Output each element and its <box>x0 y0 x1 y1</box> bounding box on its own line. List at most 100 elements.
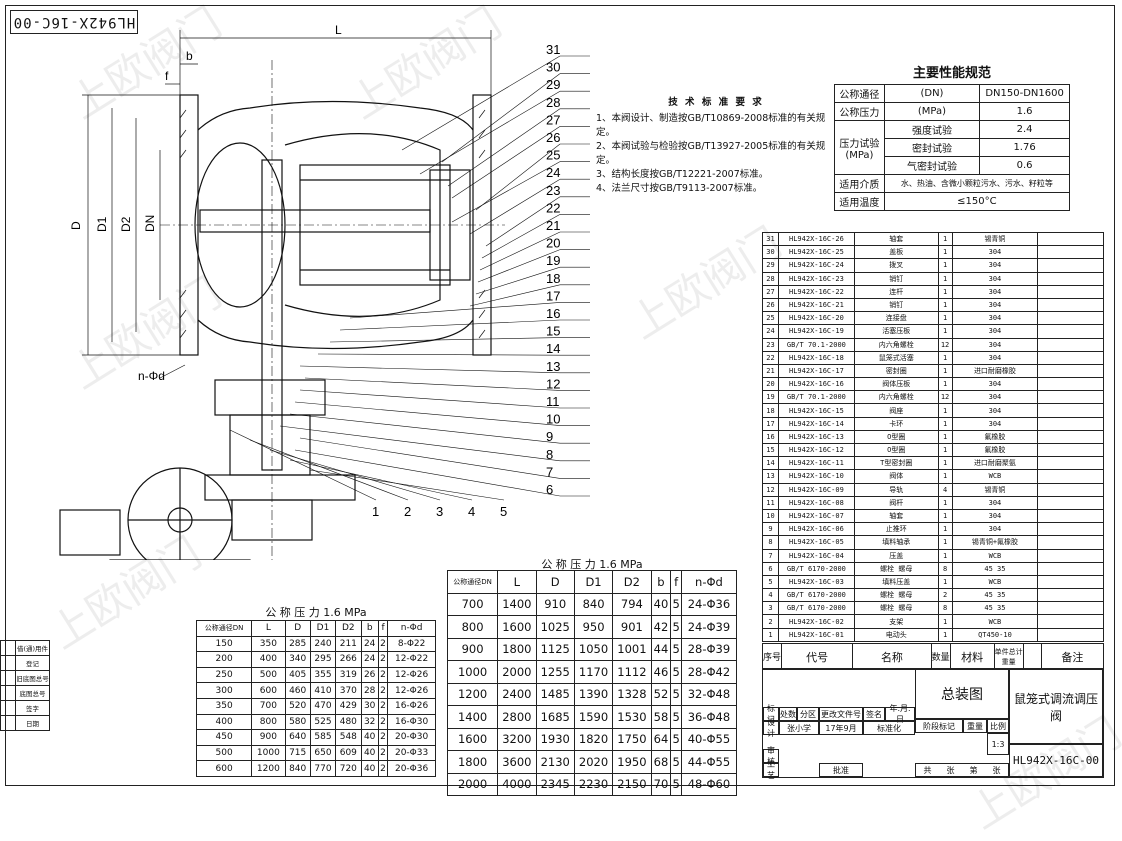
dim-cell: 16-Φ26 <box>387 697 436 715</box>
bom-cell: 304 <box>951 377 1039 392</box>
bom-cell: 15 <box>762 442 779 458</box>
bom-cell: 304 <box>951 258 1039 273</box>
bom-cell: 4 <box>937 482 953 497</box>
bom-cell: 阀座 <box>853 403 939 418</box>
bom-cell: 304 <box>951 284 1039 299</box>
bom-col-material: 材料 <box>949 643 995 670</box>
dim-cell: 3200 <box>497 727 537 751</box>
dim-header: L <box>497 570 537 594</box>
bom-cell: 密封圈 <box>853 363 939 379</box>
bom-cell: 氟橡胶 <box>951 429 1039 445</box>
bom-cell: 1 <box>937 403 953 418</box>
dim-L-label: L <box>335 23 342 37</box>
dim-cell: 32 <box>360 713 379 731</box>
dim-cell: 46 <box>650 660 672 684</box>
dim-cell: 470 <box>309 697 337 715</box>
assembly-title: 总装图 <box>915 669 1009 719</box>
bom-cell: 1 <box>937 284 953 299</box>
bom-header: 序号 代号 名称 数量 材料 单件总计重量 备注 <box>761 643 1105 670</box>
dim-cell: 2800 <box>497 705 537 729</box>
bom-cell: 45 35 <box>951 588 1039 603</box>
dim-cell: 840 <box>573 592 614 616</box>
bom-cell: 1 <box>937 231 953 247</box>
bom-cell: 12 <box>937 390 953 405</box>
dim-cell: 5 <box>670 682 682 706</box>
dim-cell: 48-Φ60 <box>680 772 738 796</box>
dim-cell: 30 <box>360 697 379 715</box>
part-callout: 12 <box>546 376 560 391</box>
bom-cell: 304 <box>951 337 1039 352</box>
bom-cell: 活塞压板 <box>853 324 939 339</box>
dim-cell: 520 <box>284 697 311 715</box>
dim-cell: 2 <box>377 651 389 668</box>
tb-review: 审核 <box>763 746 779 766</box>
dim-cell: 2400 <box>497 682 537 706</box>
dim-cell: 40 <box>360 729 379 746</box>
bom-cell: 导轨 <box>853 482 939 497</box>
bracket <box>229 414 311 476</box>
bom-cell: 304 <box>951 390 1039 405</box>
part-callout: 23 <box>546 183 560 198</box>
large-table-title: 公 称 压 力 1.6 MPa <box>541 558 643 571</box>
dim-cell: 150 <box>195 635 253 653</box>
dim-cell: 2345 <box>535 772 575 796</box>
bom-cell: HL942X-16C-05 <box>777 535 855 550</box>
dim-cell: 1820 <box>573 727 614 751</box>
part-callout: 24 <box>546 165 560 180</box>
dim-cell: 5 <box>670 615 682 639</box>
perf-temp-value: ≤150°C <box>883 192 1071 211</box>
dim-cell: 429 <box>335 697 362 715</box>
bom-cell: 6 <box>762 561 779 576</box>
bom-cell: 进口耐磨聚氨 <box>951 456 1039 471</box>
part-callout: 13 <box>546 359 560 374</box>
part-callout: 15 <box>546 324 560 339</box>
tb-approve: 批准 <box>819 763 863 777</box>
dim-cell: 1600 <box>446 727 499 751</box>
bom-cell: 45 35 <box>951 561 1039 576</box>
dim-cell: 1400 <box>497 592 537 616</box>
dim-header: n-Φd <box>387 620 436 637</box>
tb-date: 年.月.日 <box>885 704 915 724</box>
bom-cell: 拨叉 <box>853 258 939 273</box>
dim-cell: 68 <box>650 750 672 774</box>
bom-cell: 304 <box>951 297 1039 313</box>
bolt-holes-label: n-Φd <box>138 369 165 383</box>
dim-cell: 1950 <box>612 750 652 774</box>
dim-cell: 32-Φ48 <box>680 682 738 706</box>
dim-cell: 24 <box>360 651 379 668</box>
perf-test-group: 压力试验(MPa) <box>834 120 885 175</box>
dim-header: b <box>360 620 379 637</box>
dim-cell: 450 <box>195 729 253 746</box>
dim-cell: 650 <box>309 744 337 762</box>
dim-cell: 40 <box>650 592 672 616</box>
bom-cell: 304 <box>951 495 1039 510</box>
dim-cell: 794 <box>612 592 652 616</box>
dim-cell: 20-Φ36 <box>387 760 436 777</box>
dim-cell: 2 <box>377 697 389 715</box>
dim-DN-label: DN <box>143 215 157 232</box>
dim-cell: 1800 <box>497 637 537 661</box>
bom-cell: 轴套 <box>853 508 939 524</box>
dim-header: D2 <box>612 570 652 594</box>
part-callout: 9 <box>546 429 553 444</box>
dim-cell: 2 <box>377 635 389 653</box>
part-callout: 5 <box>500 504 507 519</box>
bom-cell: HL942X-16C-11 <box>777 456 855 471</box>
part-callout: 7 <box>546 464 553 479</box>
bom-cell: 9 <box>762 522 779 537</box>
dim-cell: 24-Φ39 <box>680 615 738 639</box>
bom-cell: QT450-10 <box>951 627 1039 642</box>
perf-value: DN150-DN1600 <box>979 84 1070 103</box>
bom-cell: WCB <box>951 548 1039 563</box>
